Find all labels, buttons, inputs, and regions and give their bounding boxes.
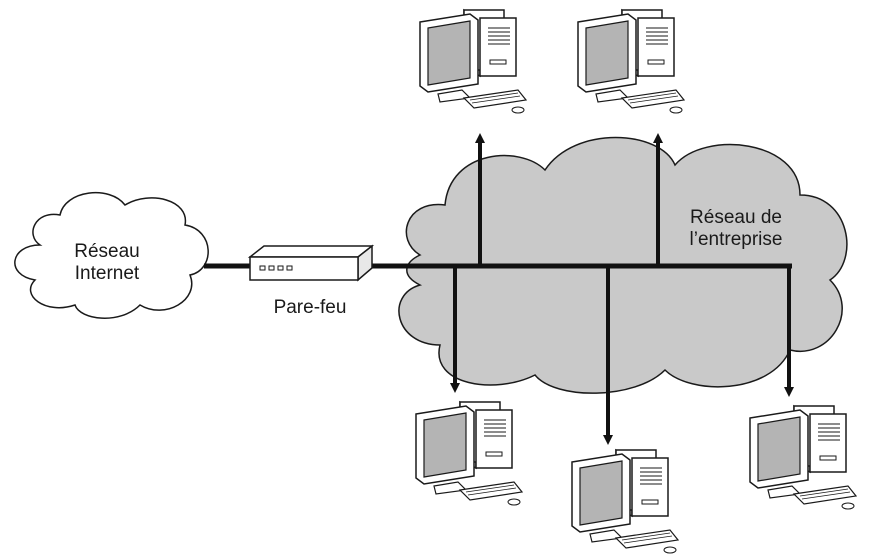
computer-icon — [577, 9, 685, 114]
firewall-label: Pare-feu — [273, 297, 347, 318]
corporate-network-label: Réseau de l’entreprise — [689, 207, 783, 250]
firewall-icon — [247, 244, 375, 282]
internet-cloud-icon — [14, 191, 209, 319]
computer-icon — [415, 401, 523, 506]
computer-icon — [571, 449, 679, 554]
internet-label: Réseau Internet — [74, 241, 140, 284]
computer-icon — [749, 405, 857, 510]
computer-icon — [419, 9, 527, 114]
